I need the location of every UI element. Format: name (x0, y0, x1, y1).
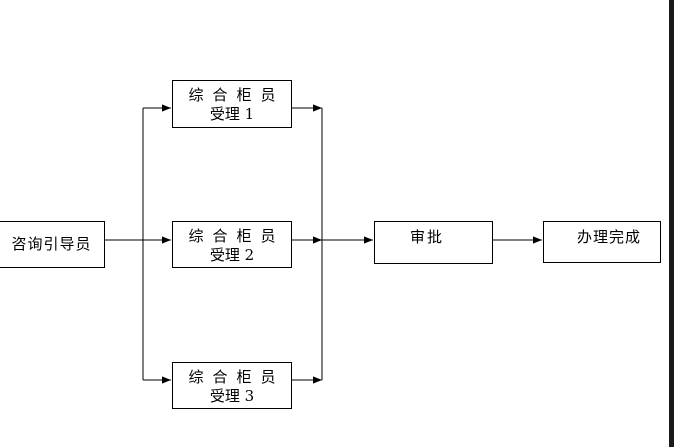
approval-box: 审批 (374, 221, 493, 264)
counter-clerk-2-box: 综合柜员 受理 2 (172, 221, 292, 268)
counter-clerk-1-box: 综合柜员 受理 1 (172, 80, 292, 128)
completion-box: 办理完成 (543, 221, 661, 263)
counter-clerk-2-title: 综合柜员 (188, 227, 285, 245)
counter-clerk-3-title: 综合柜员 (188, 368, 285, 386)
counter-clerk-3-box: 综合柜员 受理 3 (172, 362, 292, 409)
counter-clerk-2-subtitle: 受理 2 (209, 246, 255, 264)
completion-label: 办理完成 (577, 228, 642, 246)
counter-clerk-1-subtitle: 受理 1 (209, 105, 255, 123)
approval-label: 审批 (410, 228, 445, 246)
counter-clerk-3-subtitle: 受理 3 (209, 387, 255, 405)
window-edge-bar (669, 0, 674, 447)
consult-guide-box: 咨询引导员 (0, 221, 105, 268)
counter-clerk-1-title: 综合柜员 (188, 86, 285, 104)
consult-guide-label: 咨询引导员 (11, 235, 92, 253)
